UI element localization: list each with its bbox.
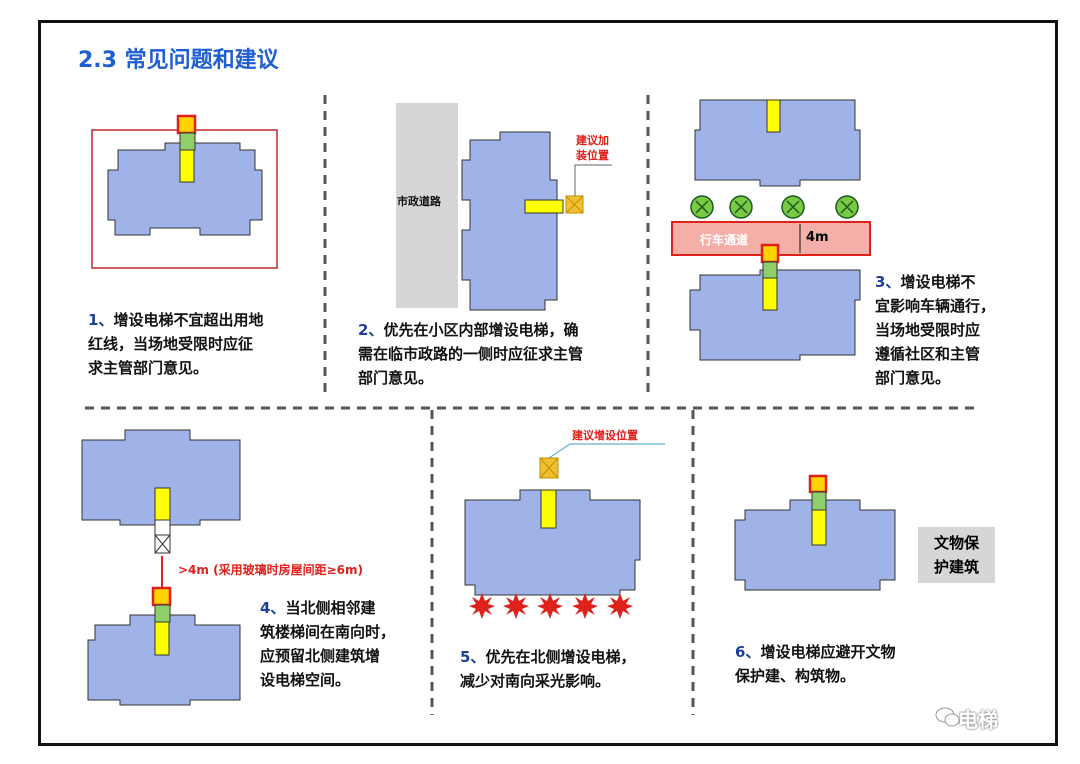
caption-6: 6、增设电梯应避开文物保护建、构筑物。: [735, 643, 896, 685]
suggest-label: 建议加装位置: [576, 134, 609, 162]
caption-4: 4、当北侧相邻建筑楼梯间在南向时，应预留北侧建筑增设电梯空间。: [260, 599, 396, 689]
suggest-label: 建议增设位置: [572, 429, 638, 442]
sun-icons: [469, 593, 633, 619]
building: [694, 99, 861, 187]
building: [461, 131, 558, 311]
caption-3: 3、增设电梯不宜影响车辆通行，当场地受限时应遵循社区和主管部门意见。: [875, 273, 996, 387]
distance-label: 4m: [806, 230, 829, 245]
trees: [690, 195, 859, 219]
building: [87, 614, 241, 706]
slide-frame: [38, 20, 1058, 746]
building: [81, 429, 241, 526]
caption-1: 1、增设电梯不宜超出用地红线，当场地受限时应征求主管部门意见。: [88, 311, 264, 377]
dividers: [85, 95, 975, 715]
caption-5: 5、优先在北侧增设电梯，减少对南向采光影响。: [460, 648, 636, 690]
municipal-road: [396, 103, 458, 308]
elevators: [151, 99, 871, 656]
distance-label: >4m (采用玻璃时房屋间距≥6m): [178, 563, 363, 577]
caption-2: 2、优先在小区内部增设电梯，确需在临市政路的一侧时应征求主管部门意见。: [358, 321, 584, 387]
lane-label: 行车通道: [700, 233, 749, 247]
building: [689, 269, 861, 361]
page-title: 2.3 常见问题和建议: [78, 48, 279, 73]
wechat-icon: [935, 707, 960, 727]
watermark: 电梯: [958, 708, 998, 732]
building: [107, 142, 263, 236]
road-label: 市政道路: [397, 195, 441, 208]
heritage-building: 文物保护建筑: [918, 527, 995, 583]
